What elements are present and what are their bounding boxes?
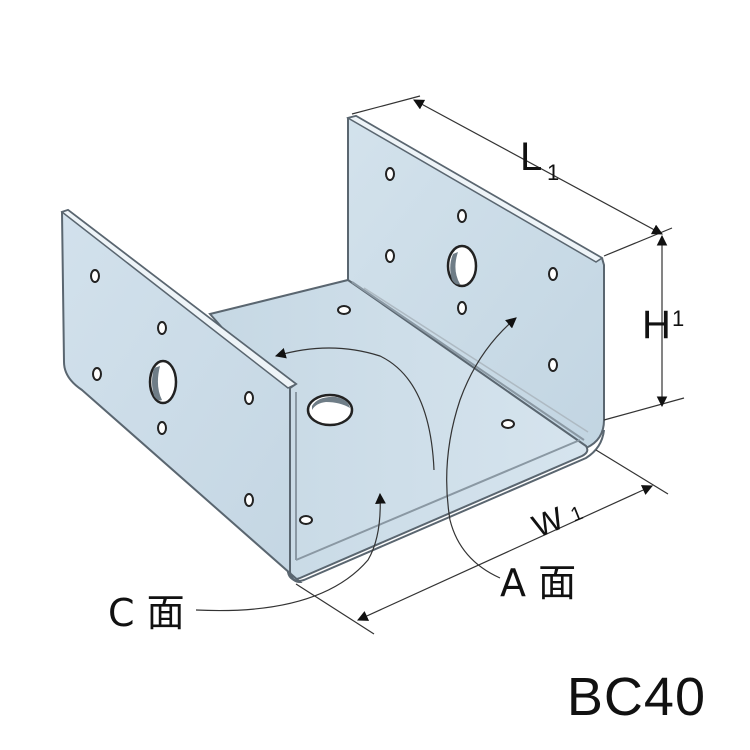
hole: [501, 419, 515, 429]
hole: [244, 493, 254, 507]
a-face-leader: [446, 317, 517, 579]
hole: [457, 209, 467, 223]
left-bolt-hole-shadow: [152, 366, 162, 401]
dimension-h1-subscript: 1: [672, 306, 684, 331]
back-bend-line: [351, 281, 585, 441]
left-plate: [60, 208, 303, 584]
hole: [385, 249, 395, 263]
c-face-arc-arrow: [274, 347, 435, 471]
back-bend-line-2: [363, 287, 589, 433]
hole: [337, 305, 351, 315]
hole: [157, 421, 167, 435]
hole: [92, 367, 102, 381]
bolt-hole-shadow: [450, 252, 460, 285]
c-face-leader: [195, 492, 386, 612]
model-number: BC40: [566, 667, 706, 727]
left-plate-top-edge: [60, 209, 298, 389]
extension-line: [351, 95, 421, 115]
hole: [548, 358, 558, 372]
c-face-label: C 面: [108, 591, 185, 635]
dimension-line: [357, 485, 653, 621]
extension-line: [295, 583, 375, 635]
hole: [299, 515, 313, 525]
dimension-l1-label: L: [520, 135, 542, 179]
floor-bolt-hole-shadow: [312, 396, 350, 410]
extension-line: [595, 449, 669, 495]
dimension-l1-subscript: 1: [547, 160, 559, 185]
dimension-w1: [295, 449, 669, 635]
hole: [157, 321, 167, 335]
dimension-h1: [603, 234, 685, 421]
dimension-line: [413, 99, 663, 235]
dimension-l1: [351, 95, 673, 257]
dimension-w1-label: W: [527, 499, 569, 544]
hole: [90, 269, 100, 283]
hole: [385, 167, 395, 181]
hole: [548, 267, 558, 281]
face-callout-lines: [195, 317, 517, 612]
dimension-h1-label: H: [642, 303, 671, 347]
a-face-label: A 面: [500, 561, 576, 605]
hole: [457, 301, 467, 315]
extension-line: [603, 397, 685, 421]
hole: [244, 391, 254, 405]
